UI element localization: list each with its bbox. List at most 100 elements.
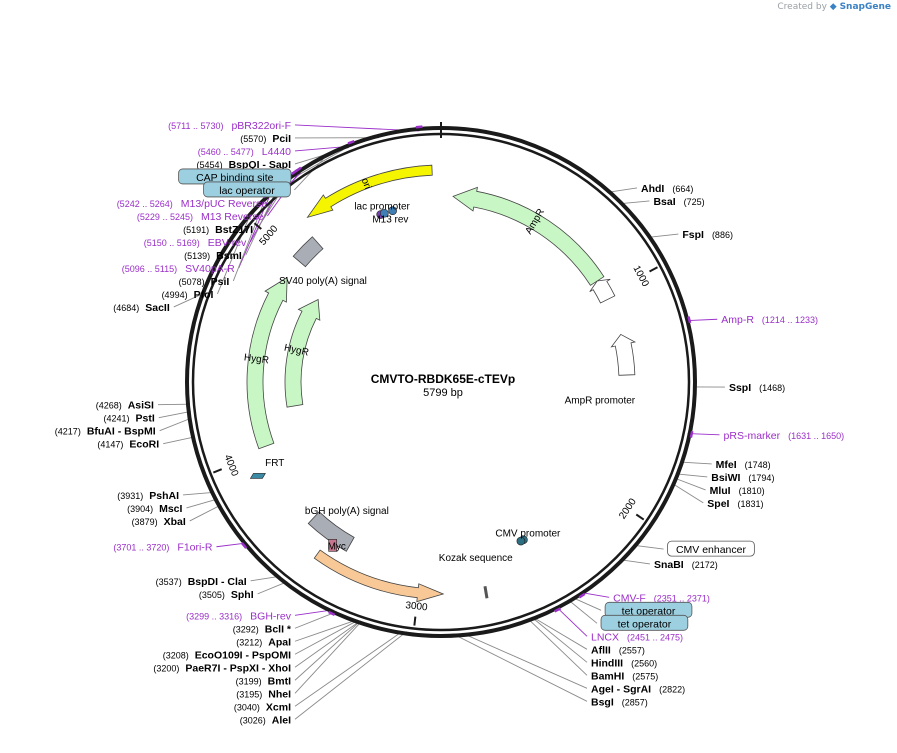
site-name: PciI <box>272 133 291 145</box>
site-name: MscI <box>159 503 182 515</box>
site-position: (1794) <box>748 473 774 483</box>
myc-marker <box>328 539 337 552</box>
site-position: (3212) <box>236 637 262 647</box>
primer-range: (5711 .. 5730) <box>168 121 223 131</box>
plasmid-name: CMVTO-RBDK65E-cTEVp <box>371 372 515 386</box>
primer-range: (2351 .. 2371) <box>654 593 710 603</box>
plasmid-size: 5799 bp <box>423 387 463 399</box>
site-position: (5454) <box>197 160 223 170</box>
site-label: (4147)EcoRI <box>97 439 159 451</box>
site-name: PshAI <box>149 490 179 502</box>
site-position: (1831) <box>737 499 763 509</box>
site-position: (3931) <box>117 491 143 501</box>
primer-range: (3701 .. 3720) <box>113 543 169 553</box>
site-name: PfoI <box>194 289 214 301</box>
site-label: (3026)AleI <box>240 714 291 726</box>
primer-range: (5096 .. 5115) <box>122 264 177 274</box>
primers <box>240 125 694 616</box>
site-name: PstI <box>136 413 155 425</box>
site-name: AgeI - SgrAI <box>591 683 651 695</box>
site-position: (3537) <box>156 577 182 587</box>
site-name: SphI <box>231 589 254 601</box>
primer-label: CMV-F (2351 .. 2371) <box>613 592 710 604</box>
site-label: (3505)SphI <box>199 589 254 601</box>
small-feature-marker <box>380 208 389 218</box>
leader-line <box>294 620 363 694</box>
site-label: (3212)ApaI <box>236 636 291 648</box>
site-label: MluI(1810) <box>710 485 765 497</box>
leader-line <box>173 292 206 308</box>
leader-line <box>294 631 407 720</box>
inner-label-cmv-promoter: CMV promoter <box>495 529 561 540</box>
primer-range: (5242 .. 5264) <box>117 199 173 209</box>
primer-mark <box>291 169 299 175</box>
site-name: MluI <box>710 485 731 497</box>
snapgene-credit: Created by ◆ SnapGene <box>777 2 891 12</box>
site-label: (5570)PciI <box>240 133 291 145</box>
site-label: (5139) BsmI <box>184 250 242 262</box>
site-label: (4684)SacII <box>113 302 170 314</box>
site-label: FspI(886) <box>682 229 733 241</box>
inner-label-ampr-promoter: AmpR promoter <box>565 396 636 407</box>
site-name: BamHI <box>591 670 624 682</box>
site-label: BsaI(725) <box>653 196 704 208</box>
site-name: BsmI <box>216 250 242 262</box>
leader-line <box>163 436 196 445</box>
primer-label: Amp-R(1214 .. 1233) <box>721 314 818 326</box>
tick-mark <box>413 616 417 626</box>
site-name: FspI <box>682 229 704 241</box>
site-position: (3879) <box>132 517 158 527</box>
leader-line <box>294 620 361 681</box>
site-label: (3199)BmtI <box>236 675 291 687</box>
site-position: (2560) <box>631 658 657 668</box>
primer-label: (5150 .. 5169)EBV-rev <box>144 237 247 249</box>
leader-line <box>619 559 651 565</box>
site-position: (4684) <box>113 303 139 313</box>
primer-name: L4440 <box>262 146 291 158</box>
leader-line <box>679 461 712 465</box>
site-name: EcoRI <box>129 439 159 451</box>
site-name: PaeR7I - PspXI - XhoI <box>185 662 291 674</box>
site-label: (4994)PfoI <box>162 289 214 301</box>
feature-cmv-promoter <box>610 333 637 376</box>
site-position: (3200) <box>153 663 179 673</box>
feature-box-cmv-enhancer <box>667 540 755 557</box>
kozak-marker <box>483 585 489 599</box>
center-label: CMVTO-RBDK65E-cTEVp 5799 bp <box>371 372 515 399</box>
leader-line <box>567 599 598 624</box>
primer-mark <box>347 139 355 145</box>
site-label: BsiWI (1794) <box>711 472 774 484</box>
site-position: (3195) <box>236 689 262 699</box>
site-label: (5191)BstZ17I <box>183 224 253 236</box>
feature-box-label: CAP binding site <box>196 172 274 184</box>
inner-label-m13-rev: M13 rev <box>372 214 408 225</box>
feature-insert <box>313 549 445 603</box>
primer-range: (3299 .. 3316) <box>186 611 242 621</box>
backbone <box>185 122 697 638</box>
leader-line <box>232 202 264 282</box>
primer-mark <box>328 610 336 616</box>
site-position: (725) <box>684 197 705 207</box>
leader-line <box>555 606 588 637</box>
feature-label: HygR <box>283 343 310 359</box>
site-position: (2857) <box>622 697 648 707</box>
primer-name: CMV-F <box>613 592 646 604</box>
site-label: HindIII(2560) <box>591 657 657 669</box>
inner-label-frt: FRT <box>265 458 284 469</box>
primer-label: (5242 .. 5264)M13/pUC Reverse <box>117 198 268 210</box>
site-name: SspI <box>729 382 751 394</box>
leader-line <box>675 473 708 478</box>
site-label: (4268)AsiSI <box>96 400 154 412</box>
site-name: XcmI <box>266 701 291 713</box>
site-position: (5139) <box>184 251 210 261</box>
primer-label: (5711 .. 5730)pBR322ori-F <box>168 120 291 132</box>
primer-label: (3701 .. 3720)F1ori-R <box>113 542 212 554</box>
site-position: (2575) <box>632 671 658 681</box>
site-label: BsgI(2857) <box>591 696 648 708</box>
primer-name: LNCX <box>591 631 619 643</box>
primer-name: Amp-R <box>721 314 754 326</box>
site-name: BsiWI <box>711 472 740 484</box>
tick-label: 4000 <box>222 453 241 478</box>
primer-name: M13 Reverse <box>201 211 264 223</box>
